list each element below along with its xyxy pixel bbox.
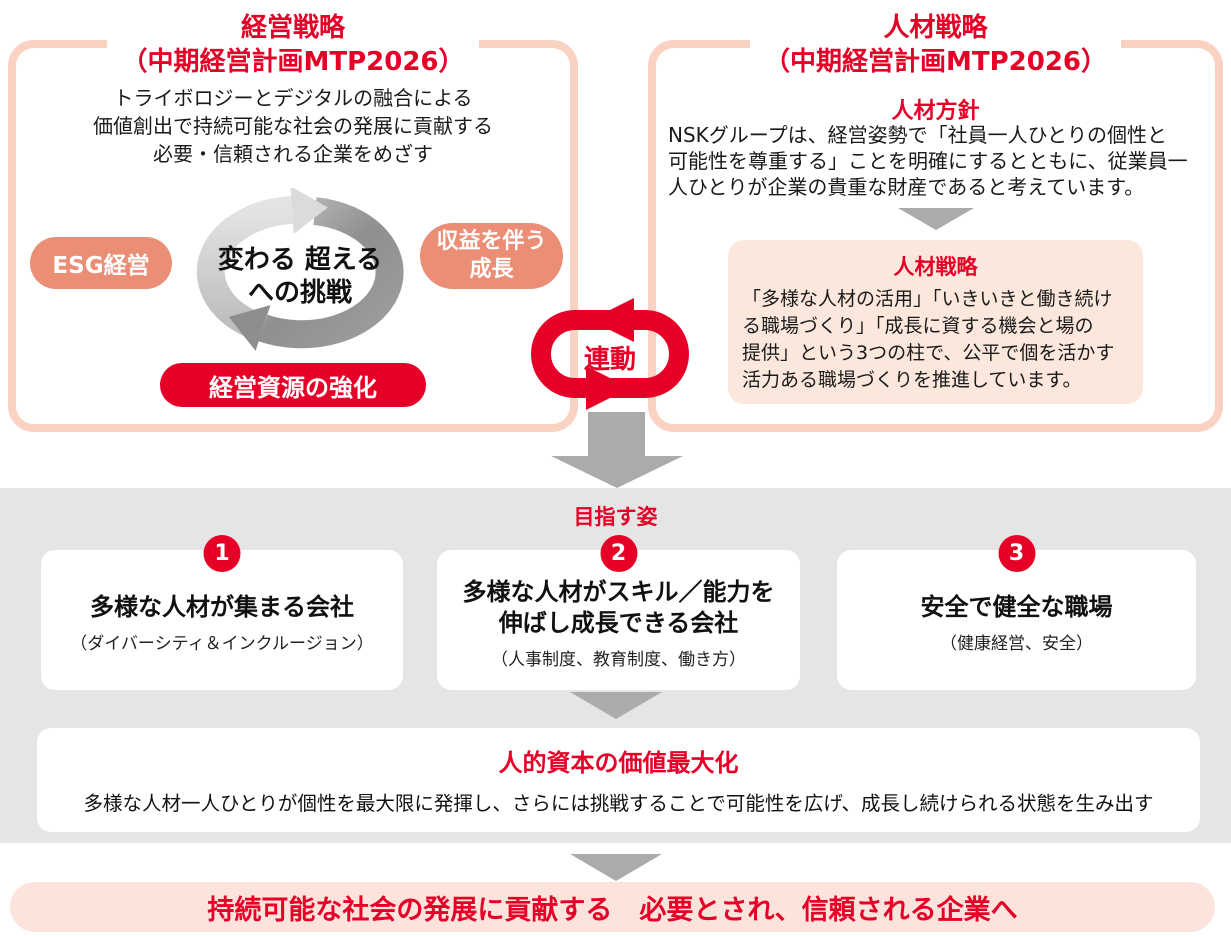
goal-2-number-badge: 2	[600, 535, 637, 572]
linkage-cycle-icon	[531, 298, 689, 410]
down-block-arrow-icon	[551, 412, 683, 488]
down-triangle-icon	[897, 208, 974, 230]
linkage-label: 連動	[583, 345, 636, 375]
goal-2-title: 多様な人材がスキル／能力を 伸ばし成長できる会社	[462, 577, 775, 637]
hr-strategy-title-text: 人材戦略 （中期経営計画MTP2026）	[749, 11, 1122, 79]
management-strategy-title: 経営戦略 （中期経営計画MTP2026）	[16, 11, 570, 79]
management-resources-pill: 経営資源の強化	[160, 363, 426, 407]
goal-3-number-badge: 3	[998, 535, 1035, 572]
hr-strategy-box-body: 「多様な人材の活用」「いきいきと働き続け る職場づくり」「成長に資する機会と場の…	[742, 288, 1115, 391]
outcome-body: 多様な人材一人ひとりが個性を最大限に発揮し、さらには挑戦することで可能性を広げ、…	[83, 792, 1154, 815]
hr-policy-heading: 人材方針	[891, 99, 980, 124]
goals-section: 目指す姿 1 多様な人材が集まる会社 （ダイバーシティ＆インクルージョン） 2 …	[0, 488, 1231, 843]
down-triangle-icon	[569, 692, 662, 719]
goals-heading: 目指す姿	[573, 505, 658, 529]
goal-card-2: 2 多様な人材がスキル／能力を 伸ばし成長できる会社 （人事制度、教育制度、働き…	[437, 535, 800, 690]
hr-strategy-box-heading: 人材戦略	[893, 255, 978, 279]
profitable-growth-pill: 収益を伴う 成長	[420, 223, 563, 289]
management-strategy-panel: 経営戦略 （中期経営計画MTP2026） トライボロジーとデジタルの融合による …	[8, 11, 578, 432]
hr-policy-body: NSKグループは、経営姿勢で「社員一人ひとりの個性と 可能性を尊重する」ことを明…	[668, 123, 1188, 199]
human-capital-outcome-box: 人的資本の価値最大化 多様な人材一人ひとりが個性を最大限に発揮し、さらには挑戦す…	[37, 728, 1200, 832]
goal-1-subtitle: （ダイバーシティ＆インクルージョン）	[70, 634, 374, 654]
management-mission-text: トライボロジーとデジタルの融合による 価値創出で持続可能な社会の発展に貢献する …	[93, 86, 493, 166]
goal-3-title: 安全で健全な職場	[920, 593, 1113, 621]
cycle-arrows-icon	[196, 188, 404, 351]
esg-management-pill: ESG経営	[30, 237, 172, 289]
management-strategy-title-text: 経営戦略 （中期経営計画MTP2026）	[107, 11, 479, 79]
hr-strategy-title: 人材戦略 （中期経営計画MTP2026）	[656, 11, 1215, 79]
footer-banner: 持続可能な社会の発展に貢献する 必要とされ、信頼される企業へ	[10, 882, 1215, 932]
goal-1-number-badge: 1	[203, 535, 241, 572]
outcome-heading: 人的資本の価値最大化	[498, 749, 739, 777]
goal-2-subtitle: （人事制度、教育制度、働き方）	[491, 649, 746, 670]
goal-1-title: 多様な人材が集まる会社	[90, 593, 354, 621]
goal-3-subtitle: （健康経営、安全）	[940, 634, 1093, 654]
goal-card-1: 1 多様な人材が集まる会社 （ダイバーシティ＆インクルージョン）	[41, 535, 403, 690]
down-triangle-icon	[569, 854, 662, 881]
linkage-symbol: 連動	[518, 298, 702, 414]
hr-strategy-panel: 人材戦略 （中期経営計画MTP2026） 人材方針 NSKグループは、経営姿勢で…	[648, 11, 1223, 432]
hr-strategy-box: 人材戦略 「多様な人材の活用」「いきいきと働き続け る職場づくり」「成長に資する…	[728, 240, 1143, 404]
goal-card-3: 3 安全で健全な職場 （健康経営、安全）	[837, 535, 1196, 690]
cycle-center-text: 変わる 超える への挑戦	[217, 245, 383, 308]
